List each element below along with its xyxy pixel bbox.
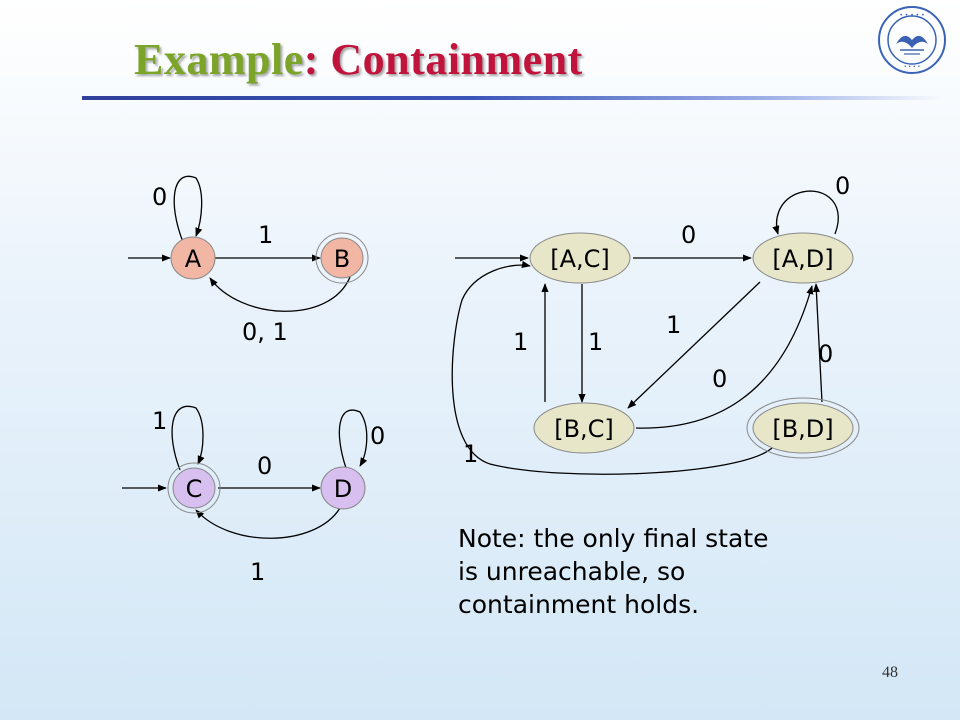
edge-bd-ad bbox=[812, 283, 823, 403]
label-a-a: 0 bbox=[152, 183, 167, 211]
label-ac-bc: 1 bbox=[588, 328, 603, 356]
state-bc bbox=[533, 402, 635, 454]
self-loop-c bbox=[171, 405, 205, 471]
title-part-containment: : Containment bbox=[303, 35, 583, 84]
label-bd-ad: 0 bbox=[818, 340, 833, 368]
title-underline bbox=[82, 96, 942, 100]
state-a bbox=[170, 236, 216, 280]
svg-text:• • • •: • • • • bbox=[904, 64, 921, 70]
edge-d-c bbox=[195, 507, 341, 539]
edge-bc-ad bbox=[635, 285, 814, 429]
label-ad-ad: 0 bbox=[835, 172, 850, 200]
automaton-ab: A B 0 1 0, 1 bbox=[128, 175, 369, 346]
state-ad-label: [A,D] bbox=[772, 245, 833, 273]
state-a-label: A bbox=[185, 245, 202, 273]
state-ac bbox=[529, 232, 631, 284]
label-b-a: 0, 1 bbox=[242, 318, 288, 346]
svg-text:• • • • •: • • • • • bbox=[899, 12, 924, 19]
state-b-outer-ring bbox=[315, 232, 369, 284]
state-d-label: D bbox=[334, 475, 352, 503]
automaton-cd: C D 1 0 0 1 bbox=[122, 405, 385, 586]
edge-b-a bbox=[209, 276, 351, 312]
university-seal-logo: • • • • • • • • • bbox=[878, 6, 946, 74]
label-bc-ac: 1 bbox=[513, 328, 528, 356]
self-loop-ad bbox=[772, 190, 839, 235]
label-d-c: 1 bbox=[250, 558, 265, 586]
state-ad bbox=[752, 232, 854, 284]
edge-ad-bc bbox=[627, 281, 761, 409]
containment-note: Note: the only final state is unreachabl… bbox=[458, 522, 838, 621]
state-bd-label: [B,D] bbox=[772, 415, 833, 443]
self-loop-d bbox=[338, 409, 368, 469]
state-d bbox=[320, 466, 366, 510]
note-line-3: containment holds. bbox=[458, 590, 700, 619]
state-c bbox=[172, 467, 216, 509]
self-loop-a bbox=[173, 175, 203, 243]
state-b-label: B bbox=[334, 245, 350, 273]
state-c-outer-ring bbox=[167, 462, 221, 514]
label-ac-ad: 0 bbox=[681, 221, 696, 249]
state-bd-outer-ring bbox=[746, 397, 860, 459]
page-number: 48 bbox=[882, 664, 898, 681]
note-line-1: Note: the only final state bbox=[458, 524, 769, 553]
state-b bbox=[320, 237, 364, 279]
product-automaton: [A,C] [A,D] [B,C] [B,D] 0 0 1 1 1 0 0 1 bbox=[451, 172, 860, 475]
label-a-b: 1 bbox=[258, 221, 273, 249]
label-c-c: 1 bbox=[152, 407, 167, 435]
note-line-2: is unreachable, so bbox=[458, 557, 686, 586]
state-bd bbox=[752, 402, 854, 454]
label-d-d: 0 bbox=[370, 422, 385, 450]
state-c-label: C bbox=[186, 475, 203, 503]
edge-bd-ac bbox=[451, 260, 773, 475]
label-ad-bc: 1 bbox=[666, 311, 681, 339]
state-bc-label: [B,C] bbox=[554, 415, 614, 443]
label-bc-ad: 0 bbox=[712, 365, 727, 393]
slide-title: Example: Containment bbox=[134, 34, 583, 85]
label-c-d: 0 bbox=[257, 452, 272, 480]
title-part-example: Example bbox=[134, 35, 304, 84]
state-ac-label: [A,C] bbox=[550, 245, 610, 273]
label-bd-ac: 1 bbox=[463, 440, 478, 468]
